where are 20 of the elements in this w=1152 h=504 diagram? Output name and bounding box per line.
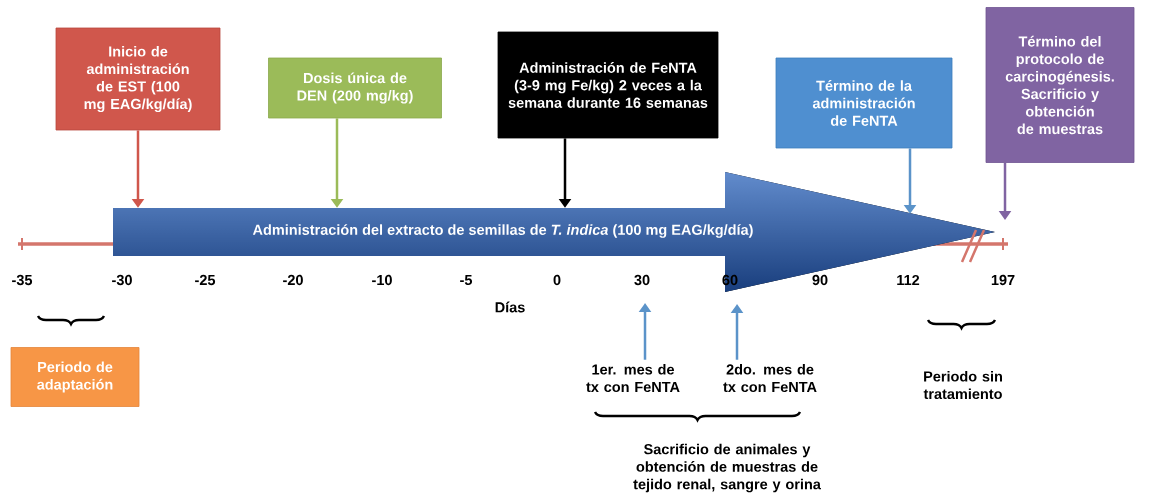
axis-label: 112 [897, 274, 920, 286]
axis-label: 0 [553, 274, 561, 286]
annotation-text: Periodo sin tratamiento [923, 370, 1002, 400]
annotation-text: 2do. mes de tx con FeNTA [723, 363, 817, 393]
event-box: Inicio de administración de EST (100 mg EAG/kg/día) [55, 27, 221, 131]
axis-label: 30 [634, 274, 650, 286]
axis-label: -30 [112, 274, 132, 286]
event-box: Término de la administración de FeNTA [775, 57, 953, 149]
event-box: Dosis única de DEN (200 mg/kg) [268, 57, 442, 119]
axis-label: 90 [812, 274, 828, 286]
axis-label: -25 [195, 274, 216, 286]
period-box: Periodo de adaptación [10, 347, 140, 407]
annotation-text: Sacrificio de animales y obtención de muestras de tejido renal, sangre y orina [633, 443, 821, 493]
event-box: Administración de FeNTA (3-9 mg Fe/kg) 2 veces a la semana durante 16 semanas [497, 31, 719, 139]
event-box: Término del protocolo de carcinogénesis. Sacrificio y obtención de muestras [985, 7, 1135, 163]
axis-label: -5 [460, 274, 473, 286]
annotation-text: 1er. mes de tx con FeNTA [586, 363, 680, 393]
axis-label: -10 [372, 274, 392, 286]
axis-label: -20 [283, 274, 303, 286]
axis-label: -35 [12, 274, 33, 286]
